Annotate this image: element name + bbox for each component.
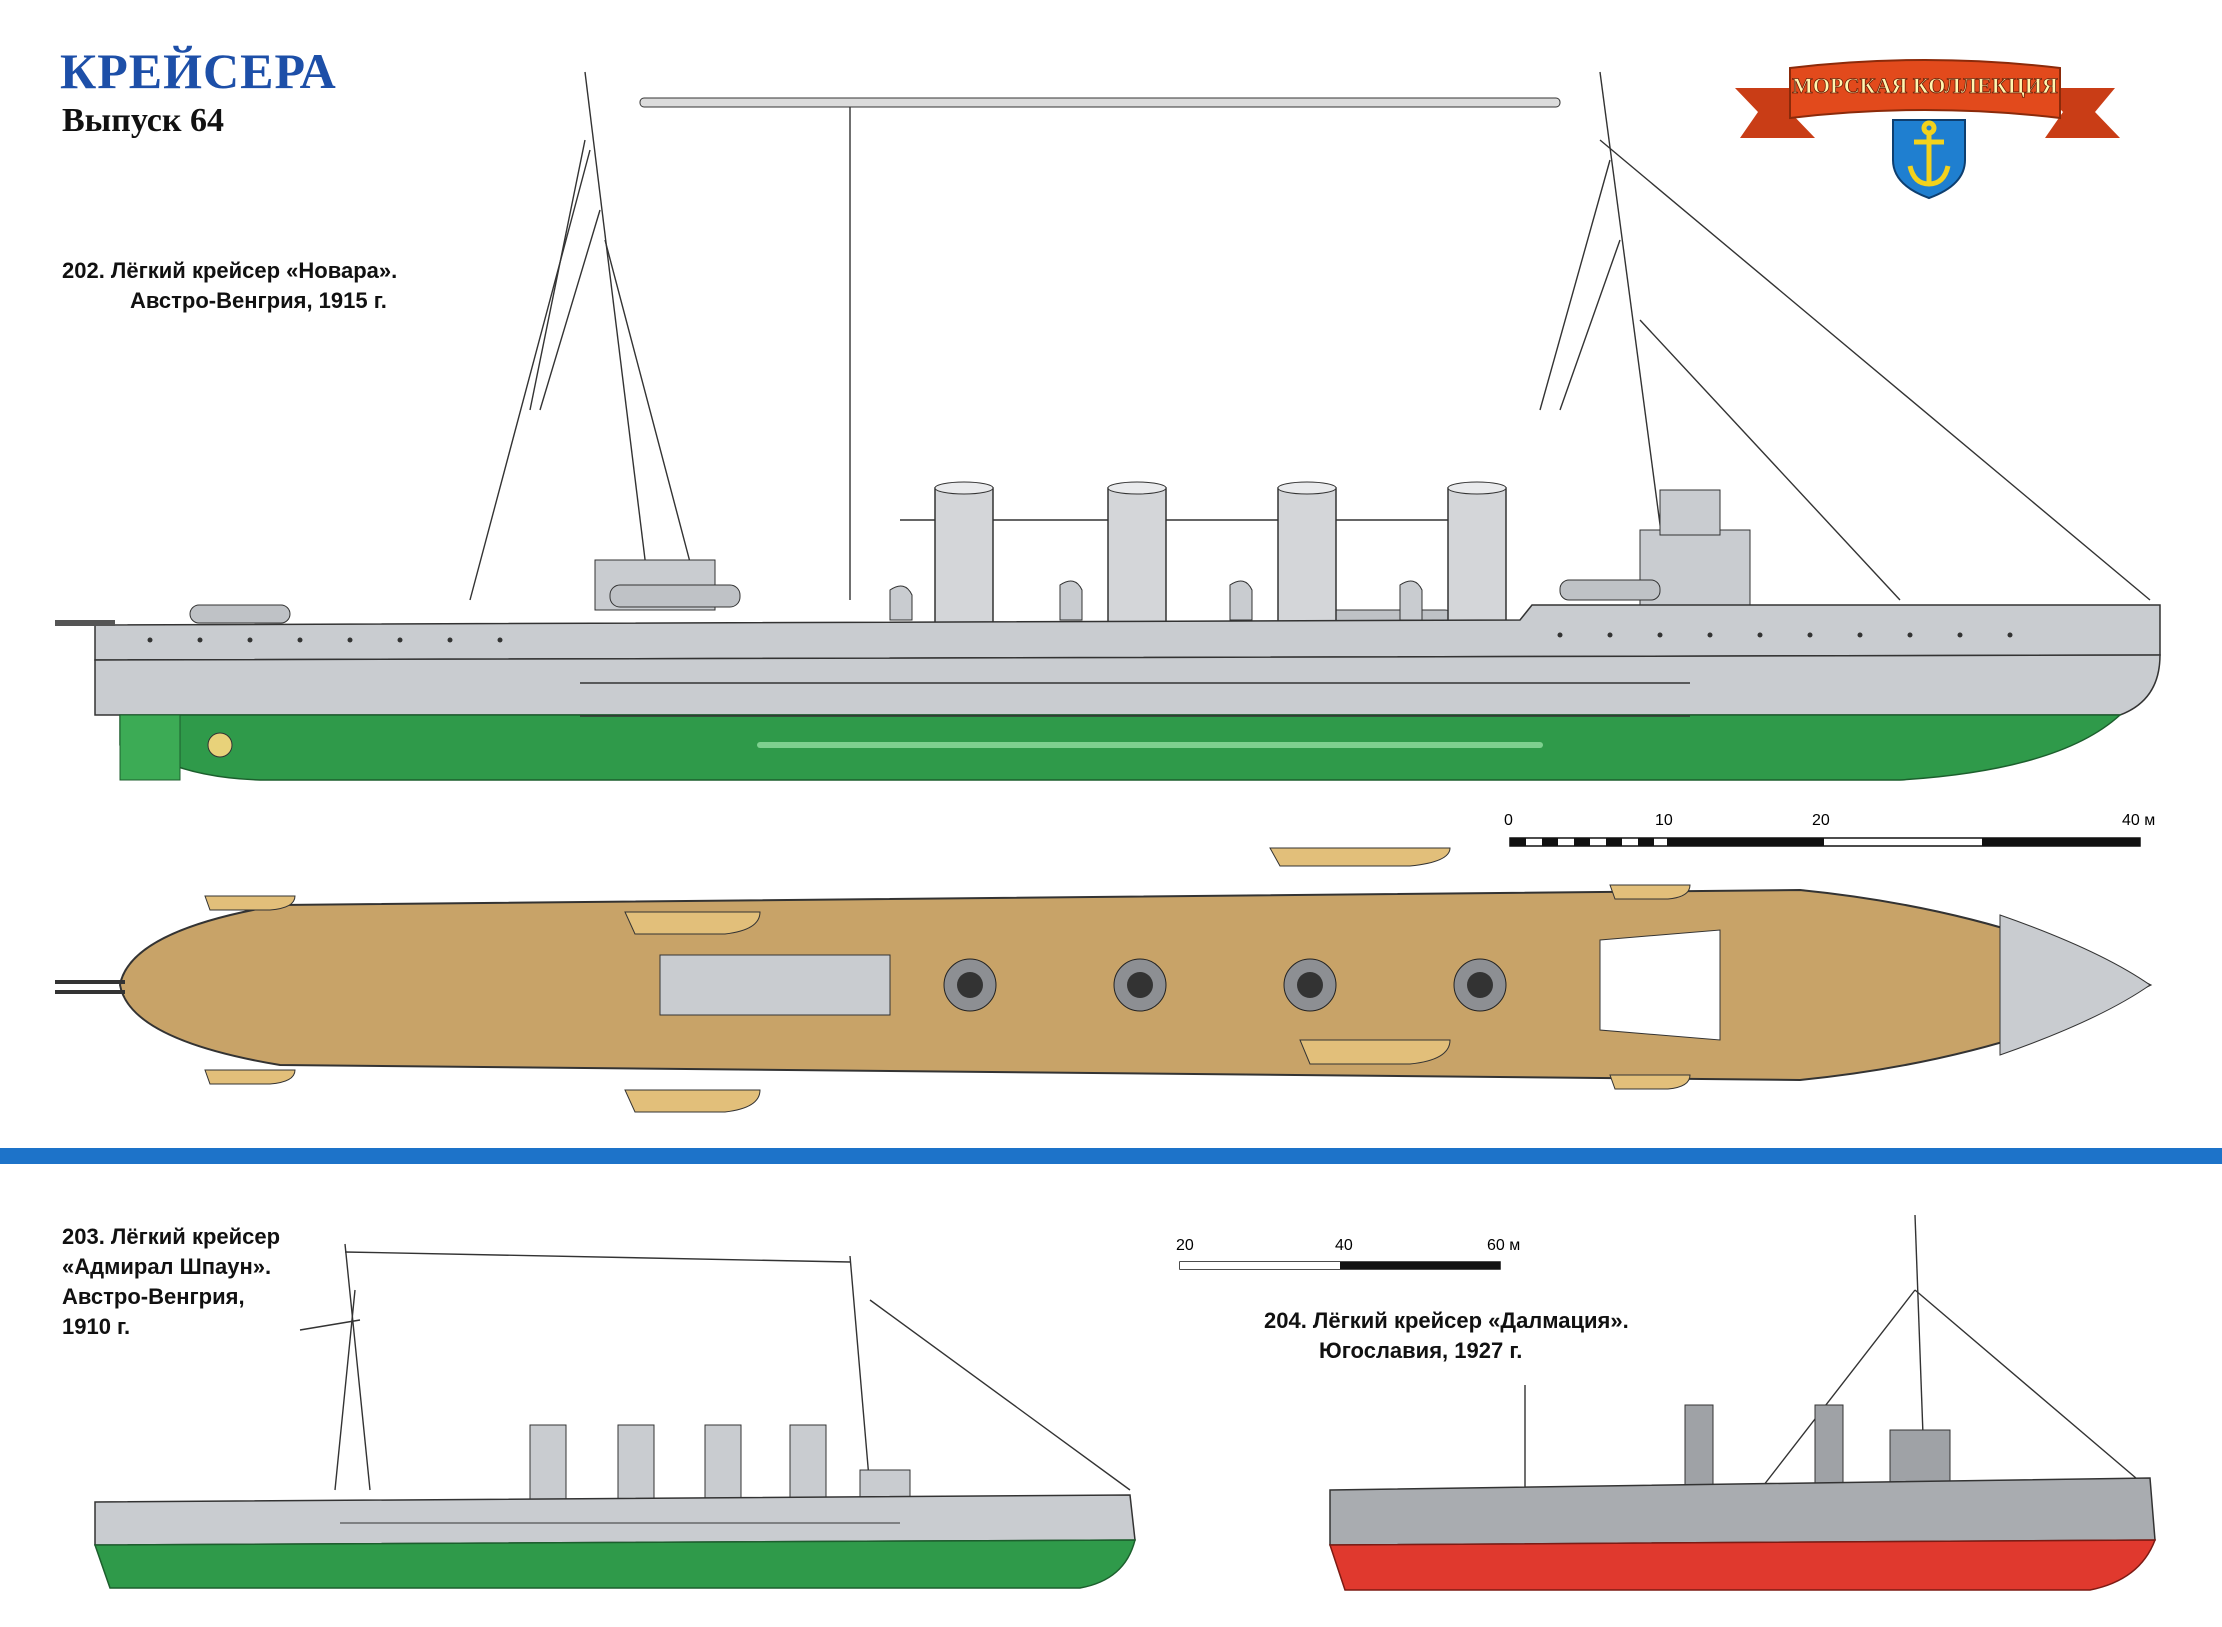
ship-204-caption-line1: 204. Лёгкий крейсер «Далмация». [1264, 1308, 1629, 1333]
scale-bottom-label-40: 40 [1335, 1237, 1353, 1254]
section-divider [0, 1148, 2222, 1164]
ship-203-caption-line3: Австро-Венгрия, [62, 1284, 245, 1309]
ship-202-top-view [55, 847, 2153, 1113]
scale-bar-top [1509, 837, 2141, 847]
ship-204-caption-line2: Югославия, 1927 г. [1319, 1338, 1523, 1363]
ship-203-caption-line1: 203. Лёгкий крейсер [62, 1224, 281, 1249]
issue-label: Выпуск 64 [62, 102, 224, 139]
series-title: КРЕЙСЕРА [60, 43, 337, 99]
scale-top-label-20: 20 [1812, 812, 1830, 829]
ship-202-caption: 202. Лёгкий крейсер «Новара». Австро-Вен… [62, 256, 397, 316]
scale-top-label-0: 0 [1504, 812, 1513, 829]
ship-202-side-view [55, 71, 2161, 781]
ship-203-caption-line2: «Адмирал Шпаун». [62, 1254, 272, 1279]
scale-top-label-10: 10 [1655, 812, 1673, 829]
ship-203-caption: 203. Лёгкий крейсер «Адмирал Шпаун». Авс… [62, 1222, 280, 1342]
scale-top-label-40: 40 м [2122, 812, 2155, 829]
scale-bottom-label-60: 60 м [1487, 1237, 1520, 1254]
ship-202-caption-line1: 202. Лёгкий крейсер «Новара». [62, 258, 398, 283]
logo [1735, 59, 2120, 200]
ship-203-side-view [93, 1243, 1136, 1589]
ship-202-caption-line2: Австро-Венгрия, 1915 г. [130, 288, 387, 313]
ship-204-caption: 204. Лёгкий крейсер «Далмация». Югослави… [1264, 1306, 1629, 1366]
logo-text: МОРСКАЯ КОЛЛЕКЦИЯ [1792, 73, 2058, 98]
scale-bottom-label-20: 20 [1176, 1237, 1194, 1254]
anchor-icon [1907, 120, 1951, 187]
ship-203-caption-line4: 1910 г. [62, 1314, 131, 1339]
ship-204-side-view [1328, 1214, 2157, 1591]
scale-bar-bottom [1179, 1261, 1501, 1270]
